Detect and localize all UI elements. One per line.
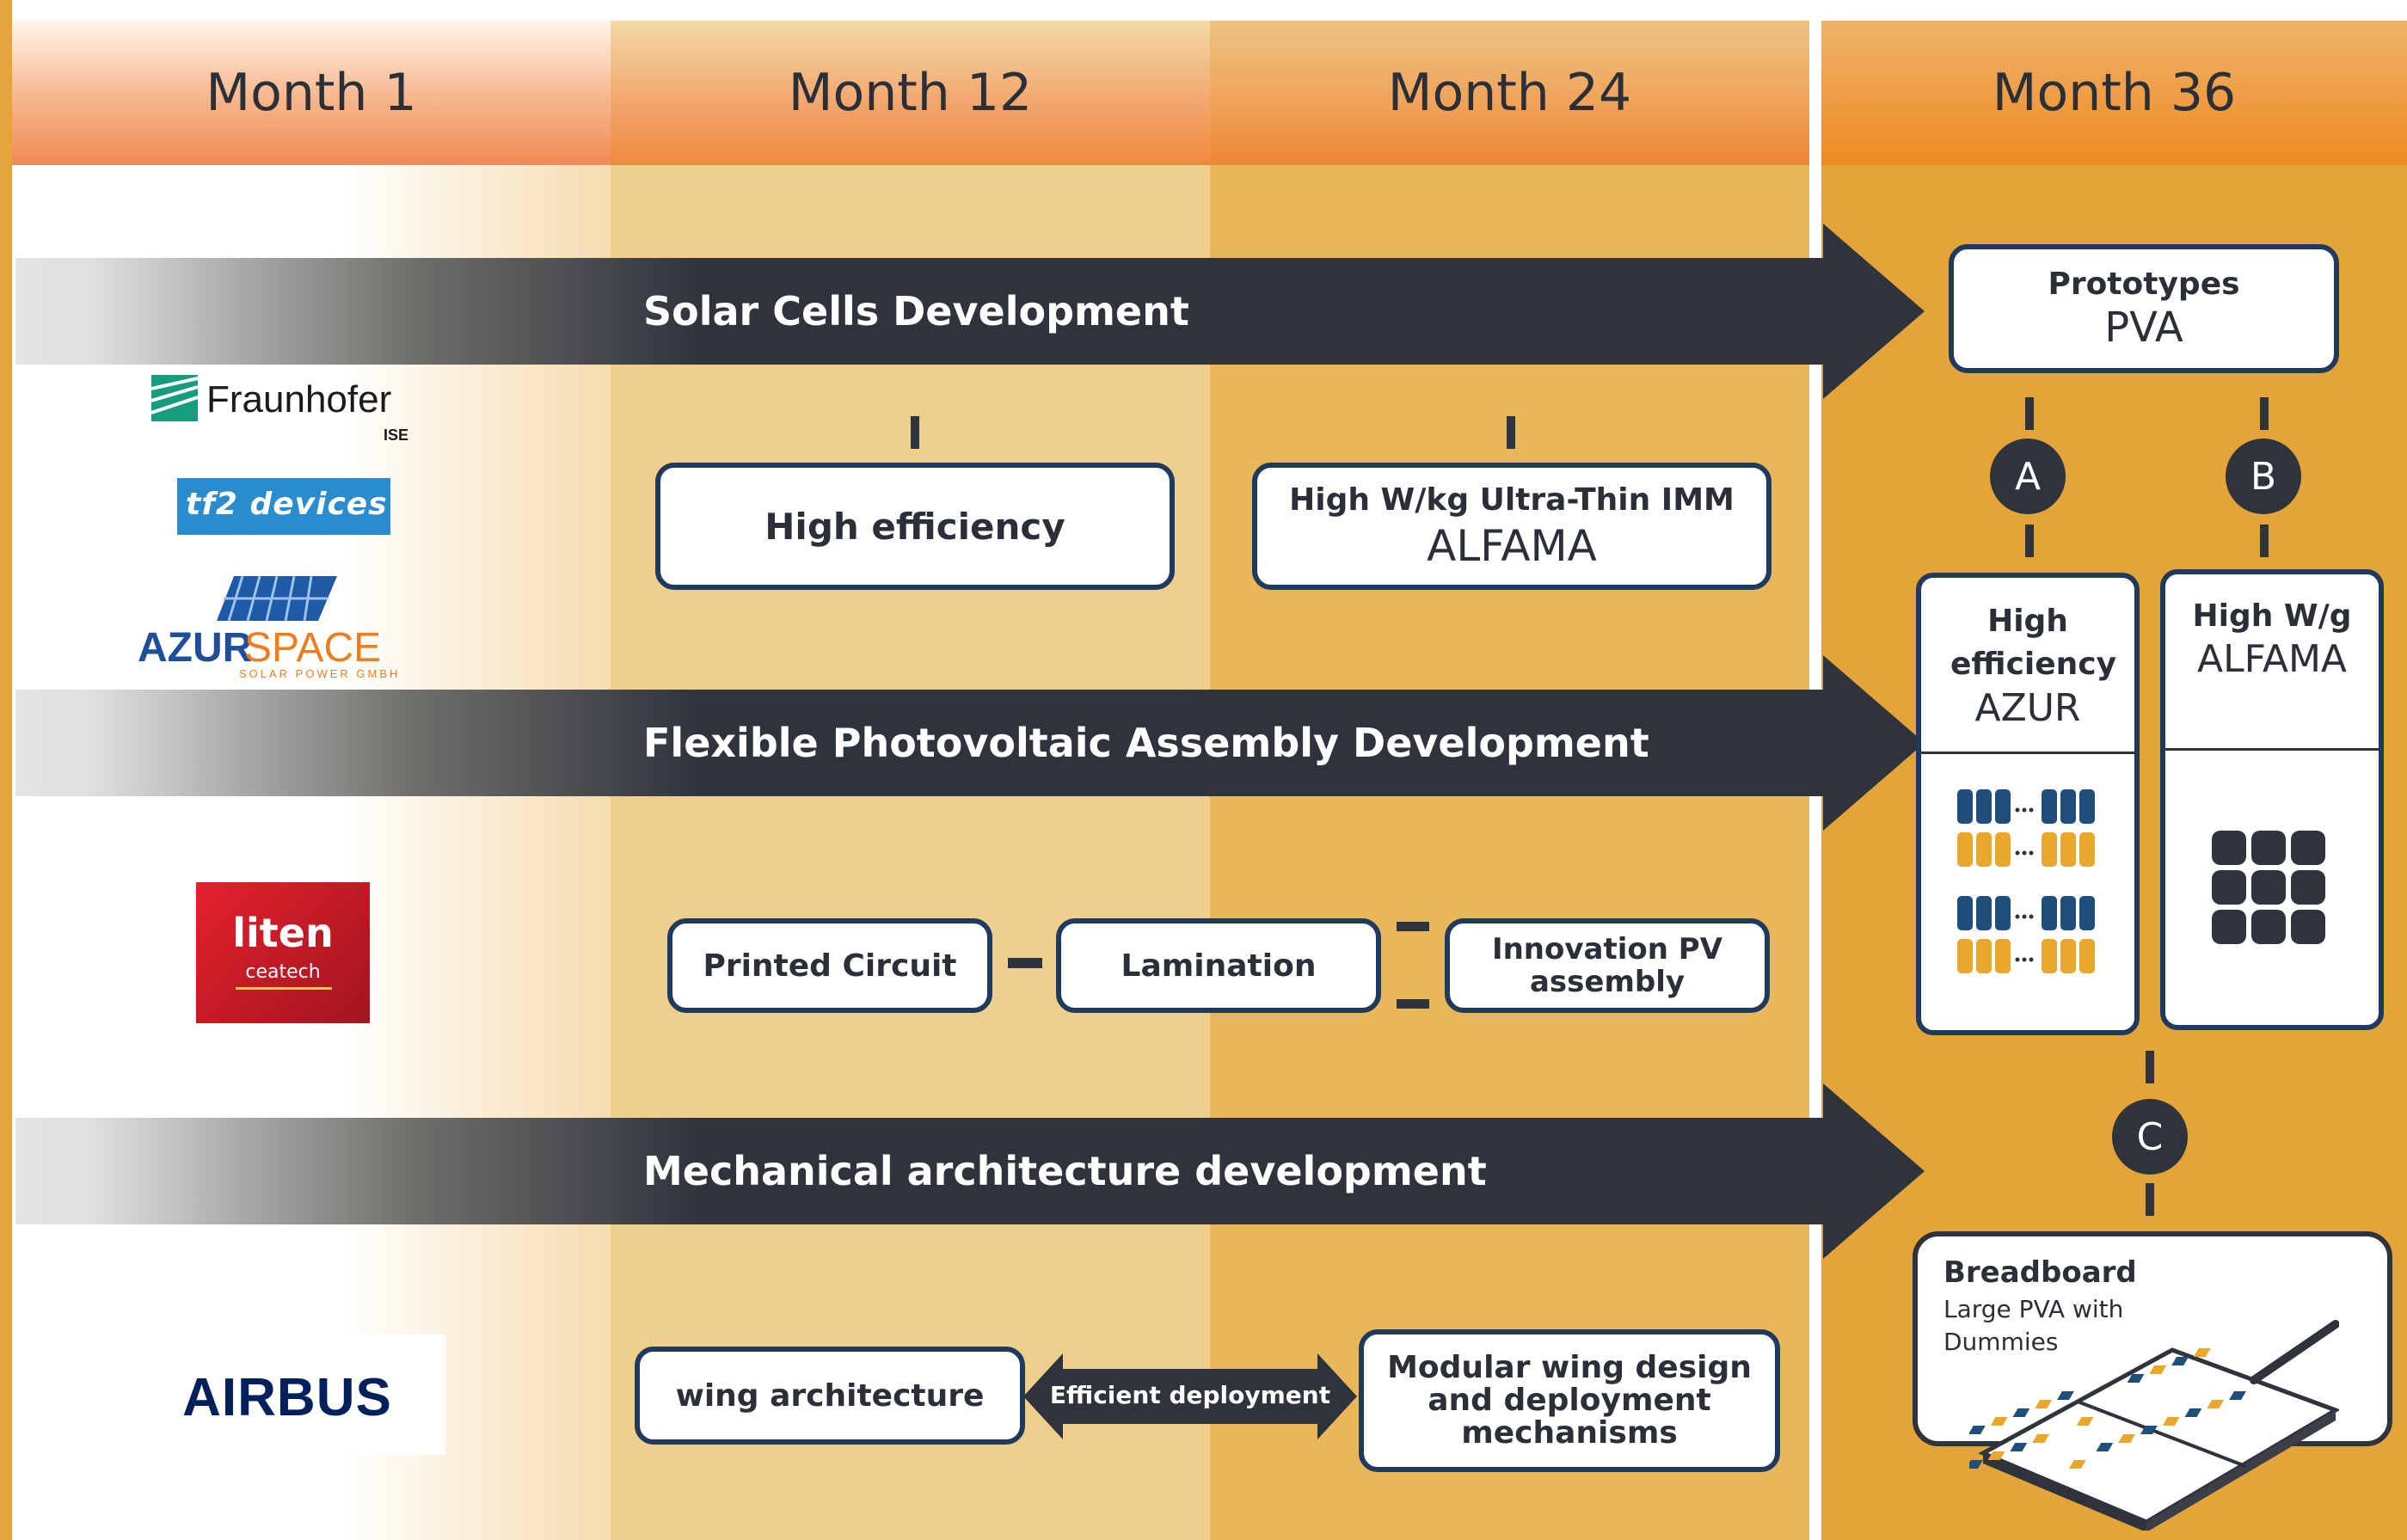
innovation-pv-box: Innovation PV assembly — [1445, 918, 1770, 1013]
fraunhofer-logo: Fraunhofer ISE — [151, 373, 435, 451]
connector-tick — [2146, 1051, 2154, 1083]
prototypes-title: Prototypes — [2048, 266, 2240, 302]
double-arrow-icon — [1023, 1353, 1357, 1439]
efficient-deployment-arrow: Efficient deployment — [1023, 1353, 1357, 1439]
liten-ceatech-logo: liten ceatech — [196, 882, 370, 1023]
high-efficiency-label: High efficiency — [764, 505, 1065, 548]
prototype-b-title: High W/g — [2192, 598, 2352, 634]
node-b: B — [2226, 439, 2301, 514]
connector-tick — [1507, 416, 1515, 449]
header-month-36: Month 36 — [1821, 21, 2407, 165]
band-solar-cells: Solar Cells Development — [15, 224, 1925, 399]
airbus-logo: AIRBUS — [129, 1334, 445, 1455]
azur-cell-array-icon — [1957, 789, 2095, 973]
space-text: SPACE — [244, 625, 382, 671]
connector-tick — [1008, 958, 1042, 968]
fraunhofer-text: Fraunhofer — [206, 378, 392, 420]
alfama-b-label: ALFAMA — [2196, 637, 2348, 681]
azurspace-sub-text: SOLAR POWER GMBH — [239, 667, 401, 680]
wing-architecture-label: wing architecture — [675, 1377, 985, 1414]
prototype-b-box: High W/g ALFAMA — [2160, 569, 2384, 1030]
header-month-12: Month 12 — [611, 21, 1210, 165]
header-month-1: Month 1 — [12, 21, 611, 165]
wing-architecture-box: wing architecture — [635, 1347, 1025, 1445]
modular-wing-label: Modular wing design and deployment mecha… — [1387, 1350, 1752, 1451]
connector-tick — [1397, 922, 1429, 931]
lamination-label: Lamination — [1121, 948, 1317, 984]
ultra-thin-imm-title: High W/kg Ultra-Thin IMM — [1289, 482, 1735, 518]
band-mechanical-label: Mechanical architecture development — [643, 1148, 1487, 1194]
fraunhofer-ise-text: ISE — [384, 426, 409, 444]
connector-tick — [2025, 397, 2034, 430]
liten-text: liten — [232, 910, 334, 956]
modular-wing-box: Modular wing design and deployment mecha… — [1359, 1329, 1780, 1472]
header-month-24: Month 24 — [1210, 21, 1809, 165]
connector-tick — [911, 416, 919, 449]
left-border — [0, 0, 12, 1540]
connector-tick — [1397, 999, 1429, 1009]
alfama-cell-array-icon — [2212, 831, 2325, 944]
band-mechanical: Mechanical architecture development — [15, 1083, 1925, 1259]
node-a: A — [1990, 439, 2066, 514]
band-solar-cells-label: Solar Cells Development — [643, 288, 1189, 334]
alfama-label: ALFAMA — [1427, 520, 1597, 571]
ultra-thin-imm-box: High W/kg Ultra-Thin IMM ALFAMA — [1252, 463, 1771, 590]
fraunhofer-mark-icon — [151, 375, 198, 421]
azur-text: AZUR — [138, 625, 253, 671]
efficient-deployment-label: Efficient deployment — [1049, 1381, 1331, 1409]
breadboard-title: Breadboard — [1943, 1255, 2137, 1290]
node-c: C — [2112, 1099, 2188, 1175]
connector-tick — [2260, 397, 2269, 430]
connector-tick — [2025, 525, 2034, 557]
pva-label: PVA — [2104, 303, 2183, 352]
lamination-box: Lamination — [1056, 918, 1381, 1013]
ceatech-text: ceatech — [245, 961, 321, 983]
tf2-devices-logo: tf2 devices — [177, 478, 390, 535]
innovation-pv-label: Innovation PV assembly — [1491, 932, 1723, 999]
connector-tick — [2260, 525, 2269, 557]
printed-circuit-box: Printed Circuit — [667, 918, 992, 1013]
high-efficiency-box: High efficiency — [655, 463, 1175, 590]
prototype-a-title: High efficiency — [1950, 603, 2117, 682]
tf2-devices-text: tf2 devices — [186, 487, 388, 522]
prototype-a-box: High efficiency AZUR — [1916, 573, 2140, 1035]
band-fpa: Flexible Photovoltaic Assembly Developme… — [15, 655, 1925, 831]
azurspace-panel-icon — [217, 575, 337, 622]
printed-circuit-label: Printed Circuit — [703, 948, 957, 984]
prototypes-pva-box: Prototypes PVA — [1949, 244, 2339, 373]
band-fpa-label: Flexible Photovoltaic Assembly Developme… — [643, 720, 1649, 766]
connector-tick — [2146, 1183, 2154, 1216]
airbus-text: AIRBUS — [182, 1368, 392, 1427]
azur-label: AZUR — [1974, 685, 2081, 730]
azurspace-logo: AZUR SPACE SOLAR POWER GMBH — [138, 574, 430, 680]
breadboard-description: Large PVA with Dummies — [1943, 1295, 2124, 1356]
breadboard-illustration-icon — [1969, 1320, 2339, 1531]
